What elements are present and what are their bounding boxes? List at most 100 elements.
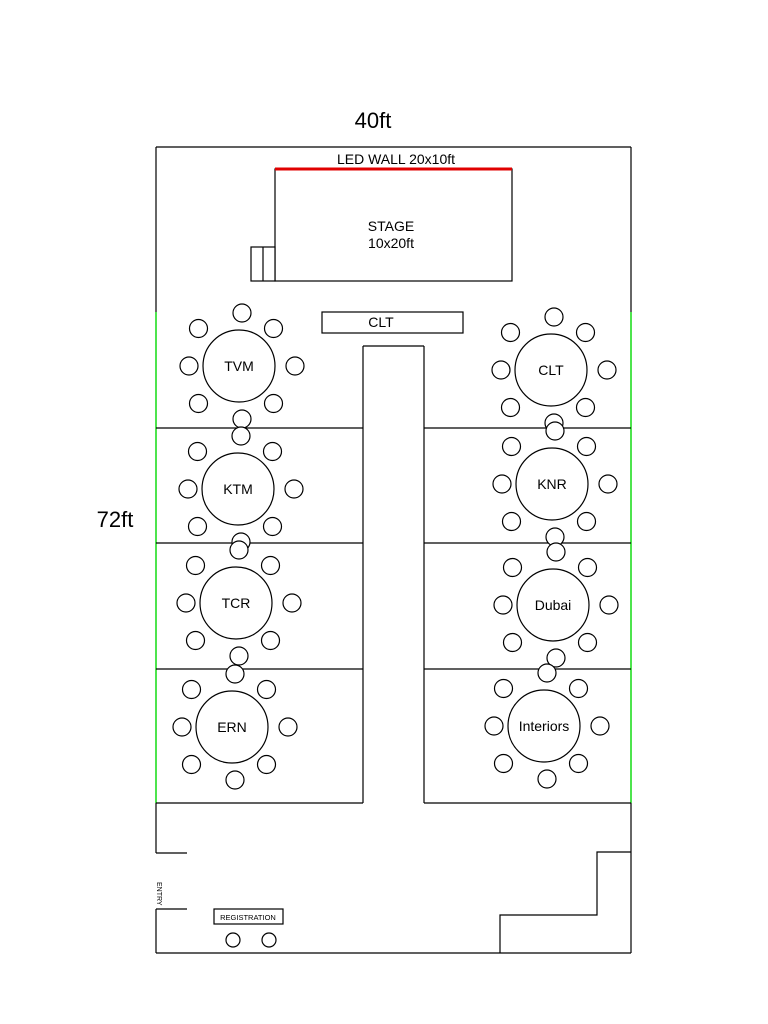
stage-label: STAGE: [368, 218, 414, 234]
chair: [176, 593, 196, 613]
table-label: Dubai: [535, 597, 572, 613]
chair: [284, 479, 304, 499]
chair: [225, 770, 245, 790]
table-label: Interiors: [519, 718, 570, 734]
height-dimension-label: 72ft: [97, 507, 134, 532]
width-dimension-label: 40ft: [355, 108, 392, 133]
partition-edges: [155, 312, 632, 803]
chair: [260, 630, 281, 651]
chair: [500, 322, 521, 343]
table-top: [202, 329, 276, 403]
chair: [577, 632, 598, 653]
chair: [568, 753, 589, 774]
clt-console-label: CLT: [368, 314, 394, 330]
registration-seat: [261, 932, 277, 948]
bottom-right-structure: [499, 851, 631, 953]
entry-label: ENTRY: [155, 882, 162, 906]
round-table: TVM: [179, 303, 305, 429]
chair: [492, 474, 512, 494]
chair: [231, 426, 251, 446]
chair: [493, 753, 514, 774]
chair: [484, 716, 504, 736]
chair: [229, 540, 249, 560]
chair: [544, 307, 564, 327]
round-table: Dubai: [493, 542, 619, 668]
chair: [597, 360, 617, 380]
chair: [502, 632, 523, 653]
chair: [232, 303, 252, 323]
chair: [263, 318, 284, 339]
chair: [546, 542, 566, 562]
chair: [599, 595, 619, 615]
chair: [285, 356, 305, 376]
chair: [575, 322, 596, 343]
chair: [178, 479, 198, 499]
chair: [187, 441, 208, 462]
chair: [576, 511, 597, 532]
chair: [546, 648, 566, 668]
chair: [577, 557, 598, 578]
registration-label: REGISTRATION: [220, 913, 276, 922]
table-label: TVM: [224, 358, 254, 374]
chair: [185, 630, 206, 651]
chair: [188, 318, 209, 339]
chair: [590, 716, 610, 736]
stage: STAGE 10x20ft: [250, 168, 513, 282]
table-top: [201, 452, 275, 526]
registration-seat: [225, 932, 241, 948]
table-top: [507, 689, 581, 763]
chair: [278, 717, 298, 737]
chair: [187, 516, 208, 537]
chair: [229, 646, 249, 666]
round-table: CLT: [491, 307, 617, 433]
led-wall-label: LED WALL 20x10ft: [337, 151, 455, 167]
chair: [256, 754, 277, 775]
chair: [537, 769, 557, 789]
table-top: [516, 568, 590, 642]
table-top: [515, 447, 589, 521]
clt-console: [321, 311, 464, 334]
chair: [493, 678, 514, 699]
chair: [181, 679, 202, 700]
chair: [181, 754, 202, 775]
table-label: ERN: [217, 719, 247, 735]
chair: [282, 593, 302, 613]
chair: [568, 678, 589, 699]
hall-outline: [155, 146, 632, 954]
chair: [232, 409, 252, 429]
table-label: KTM: [223, 481, 253, 497]
round-table: KTM: [178, 426, 304, 552]
chair: [188, 393, 209, 414]
chair: [263, 393, 284, 414]
chair: [576, 436, 597, 457]
table-top: [199, 566, 273, 640]
section-partitions: [156, 427, 631, 804]
round-table: TCR: [176, 540, 302, 666]
table-top: [514, 333, 588, 407]
registration-desk: [213, 908, 284, 925]
center-aisle: [362, 345, 425, 803]
chair: [500, 397, 521, 418]
chair: [179, 356, 199, 376]
chair: [502, 557, 523, 578]
chair: [491, 360, 511, 380]
table-label: TCR: [222, 595, 251, 611]
chair: [262, 516, 283, 537]
round-table: KNR: [492, 421, 618, 547]
chair: [598, 474, 618, 494]
chair: [545, 421, 565, 441]
chair: [493, 595, 513, 615]
table-top: [195, 690, 269, 764]
chair: [501, 436, 522, 457]
round-table: Interiors: [484, 663, 610, 789]
chair: [260, 555, 281, 576]
chair: [501, 511, 522, 532]
table-label: CLT: [538, 362, 564, 378]
table-label: KNR: [537, 476, 567, 492]
chair: [185, 555, 206, 576]
chair: [172, 717, 192, 737]
round-table: ERN: [172, 664, 298, 790]
stage-size-label: 10x20ft: [368, 235, 414, 251]
